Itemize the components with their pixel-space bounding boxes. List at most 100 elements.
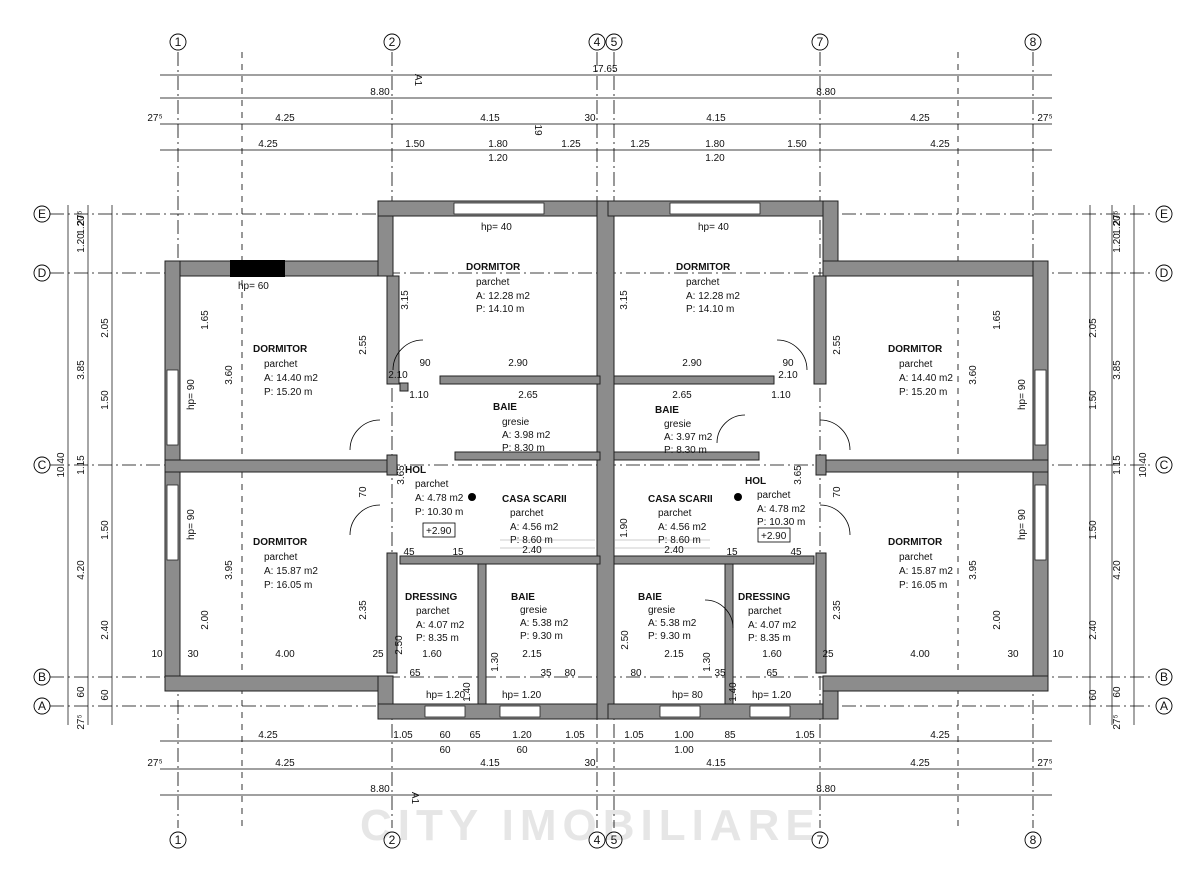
axis-label: 1 [175, 833, 182, 847]
dim-value: 2.15 [522, 649, 542, 660]
svg-text:parchet: parchet [264, 359, 298, 370]
dim-value: 35 [714, 668, 726, 679]
axis-label: C [38, 458, 47, 472]
dim-value: 4.00 [910, 649, 930, 660]
dim-value: 1.25 [630, 139, 650, 150]
dim-value: 1.05 [624, 730, 644, 741]
svg-text:P: 16.05 m: P: 16.05 m [264, 580, 312, 591]
dim-value: 2.65 [672, 390, 692, 401]
sill-height: hp= 1.20 [752, 690, 792, 701]
dim-value: 1.50 [405, 139, 425, 150]
dimensions-bottom: 4.25 1.05 60 65 1.20 1.05 1.05 1.00 85 1… [147, 730, 1052, 805]
room-label: DRESSING parchet A: 4.07 m2 P: 8.35 m [738, 592, 797, 644]
axis-label: 7 [817, 35, 824, 49]
axis-label: 4 [594, 35, 601, 49]
svg-text:A: 4.56 m2: A: 4.56 m2 [658, 522, 707, 533]
dim-value: 60 [439, 745, 451, 756]
dim-value: 27⁵ [1112, 210, 1123, 225]
dim-value: 1.40 [728, 682, 739, 702]
dim-value: 1.50 [1088, 520, 1099, 540]
dim-value: 1.65 [200, 310, 211, 330]
svg-text:parchet: parchet [416, 606, 450, 617]
dim-value: 4.15 [706, 113, 726, 124]
sill-height: hp= 80 [672, 690, 703, 701]
dim-value: 4.25 [930, 139, 950, 150]
dim-value: 4.25 [275, 758, 295, 769]
dim-value: 4.20 [76, 560, 87, 580]
dim-value: 30 [1007, 649, 1019, 660]
dim-value: 2.00 [200, 610, 211, 630]
sill-height: hp= 90 [1017, 509, 1028, 540]
svg-text:P: 15.20 m: P: 15.20 m [899, 387, 947, 398]
room-label: BAIE gresie A: 3.98 m2 P: 8.30 m [493, 402, 551, 454]
dim-value: 1.20 [76, 233, 87, 253]
dim-value: 3.15 [619, 290, 630, 310]
dim-value: 65 [409, 668, 421, 679]
axis-label: 7 [817, 833, 824, 847]
svg-text:P: 8.30 m: P: 8.30 m [502, 443, 545, 454]
svg-text:DORMITOR: DORMITOR [888, 344, 943, 355]
svg-text:P: 15.20 m: P: 15.20 m [264, 387, 312, 398]
svg-text:P: 14.10 m: P: 14.10 m [476, 304, 524, 315]
svg-text:P: 8.35 m: P: 8.35 m [416, 633, 459, 644]
svg-text:A: 14.40 m2: A: 14.40 m2 [899, 373, 953, 384]
dim-value: 4.20 [1112, 560, 1123, 580]
section-mark: 19 [532, 124, 543, 136]
svg-text:gresie: gresie [520, 605, 548, 616]
svg-text:P: 10.30 m: P: 10.30 m [757, 517, 805, 528]
svg-text:P: 8.60 m: P: 8.60 m [658, 535, 701, 546]
axis-label: D [1160, 266, 1169, 280]
dim-value: 1.15 [76, 455, 87, 475]
dim-value: 35 [540, 668, 552, 679]
dim-value: 2.65 [518, 390, 538, 401]
svg-text:P: 14.10 m: P: 14.10 m [686, 304, 734, 315]
dim-value: 4.15 [706, 758, 726, 769]
svg-text:BAIE: BAIE [511, 592, 535, 603]
dim-value: 1.20 [1112, 233, 1123, 253]
room-label: HOL parchet A: 4.78 m2 P: 10.30 m [745, 476, 806, 528]
room-label: DORMITOR parchet A: 12.28 m2 P: 14.10 m [676, 262, 740, 315]
dim-value: 1.60 [762, 649, 782, 660]
axis-label: E [38, 207, 46, 221]
dim-value: 60 [439, 730, 451, 741]
dim-value: 2.05 [100, 318, 111, 338]
window-lintel-block [230, 260, 285, 277]
svg-text:gresie: gresie [502, 417, 530, 428]
room-label: DORMITOR parchet A: 12.28 m2 P: 14.10 m [466, 262, 530, 315]
dim-value: 2.40 [1088, 620, 1099, 640]
dim-value: 1.50 [787, 139, 807, 150]
dim-value: 1.05 [393, 730, 413, 741]
dim-value: 60 [76, 686, 87, 698]
svg-text:A: 5.38 m2: A: 5.38 m2 [520, 618, 569, 629]
dim-value: 2.10 [778, 370, 798, 381]
interior-dimensions: 2.90 2.90 2.65 2.65 2.10 2.10 1.10 1.10 … [151, 290, 1064, 702]
dim-value: 60 [1088, 689, 1099, 701]
svg-text:DRESSING: DRESSING [738, 592, 790, 603]
dim-value: 3.65 [793, 465, 804, 485]
dim-value: 1.50 [100, 520, 111, 540]
dim-value: 60 [100, 689, 111, 701]
room-label: DORMITOR parchet A: 15.87 m2 P: 16.05 m [888, 537, 953, 591]
dim-value: 65 [469, 730, 481, 741]
axis-label: A [1160, 699, 1168, 713]
dim-value: 3.85 [76, 360, 87, 380]
dim-value: 1.00 [674, 745, 694, 756]
dim-value: 2.15 [664, 649, 684, 660]
dim-value: 2.55 [832, 335, 843, 355]
column-marker [734, 493, 742, 501]
svg-text:parchet: parchet [264, 552, 298, 563]
dim-value: 2.90 [682, 358, 702, 369]
svg-text:DORMITOR: DORMITOR [466, 262, 521, 273]
dim-value: 80 [630, 668, 642, 679]
svg-text:parchet: parchet [510, 508, 544, 519]
dim-value: 4.25 [910, 758, 930, 769]
svg-text:A: 4.56 m2: A: 4.56 m2 [510, 522, 559, 533]
sill-height: hp= 40 [698, 222, 729, 233]
room-label: DORMITOR parchet A: 14.40 m2 P: 15.20 m [888, 344, 953, 398]
dim-value: 60 [516, 745, 528, 756]
dim-half: 8.80 [370, 87, 390, 98]
dim-value: 2.35 [832, 600, 843, 620]
dim-value: 60 [1112, 686, 1123, 698]
dim-overall: 17.65 [592, 64, 617, 75]
